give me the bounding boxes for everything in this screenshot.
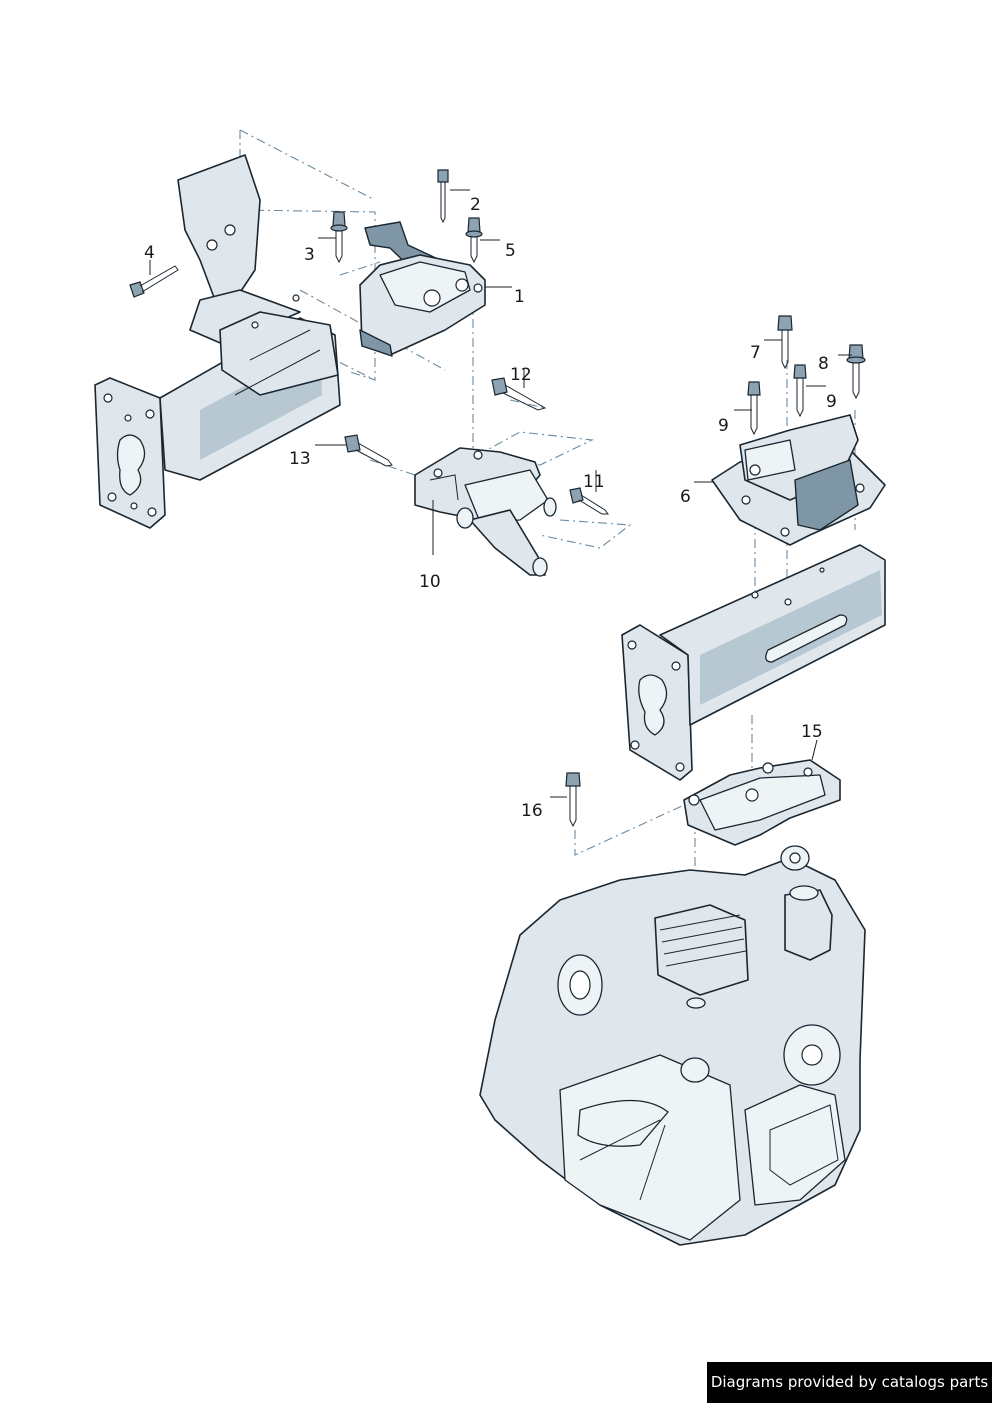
left-chassis-rail xyxy=(94,154,341,529)
callout-2: 2 xyxy=(470,195,481,215)
leader-lines xyxy=(149,189,852,798)
callout-6: 6 xyxy=(680,487,691,507)
callout-13: 13 xyxy=(289,449,311,469)
bolt-part-4 xyxy=(129,265,179,298)
bolt-part-7 xyxy=(777,315,793,370)
callout-7: 7 xyxy=(750,343,761,363)
bolt-part-8 xyxy=(846,344,866,400)
callout-1: 1 xyxy=(514,287,525,307)
mount-bracket-part-10 xyxy=(414,447,557,577)
bolt-part-13 xyxy=(344,434,393,467)
callout-16: 16 xyxy=(521,801,543,821)
gearbox-housing xyxy=(479,845,866,1246)
transmission-mount-part-6 xyxy=(711,414,886,546)
diagram-credit-banner: Diagrams provided by catalogs parts xyxy=(707,1362,992,1403)
bolt-part-2 xyxy=(437,169,449,224)
callout-labels: 1 2 3 4 5 6 7 8 9 9 10 11 12 13 15 16 xyxy=(144,195,837,821)
callout-3: 3 xyxy=(304,245,315,265)
bolt-part-5 xyxy=(465,217,483,264)
bolt-part-12 xyxy=(491,377,547,411)
right-chassis-rail xyxy=(621,544,886,781)
bolt-part-16 xyxy=(565,772,581,828)
support-plate-part-15 xyxy=(683,759,841,846)
bolt-part-3 xyxy=(330,211,348,264)
engine-mount-part-1 xyxy=(359,221,486,357)
bolt-part-9-left xyxy=(747,381,761,436)
callout-4: 4 xyxy=(144,243,155,263)
callout-12: 12 xyxy=(510,365,532,385)
bolt-part-9-right xyxy=(793,364,807,418)
callout-5: 5 xyxy=(505,241,516,261)
callout-9-right: 9 xyxy=(826,392,837,412)
callout-10: 10 xyxy=(419,572,441,592)
bolt-part-11 xyxy=(569,487,609,515)
bolts xyxy=(129,169,866,828)
callout-9-left: 9 xyxy=(718,416,729,436)
callout-8: 8 xyxy=(818,354,829,374)
callout-11: 11 xyxy=(583,472,605,492)
callout-15: 15 xyxy=(801,722,823,742)
